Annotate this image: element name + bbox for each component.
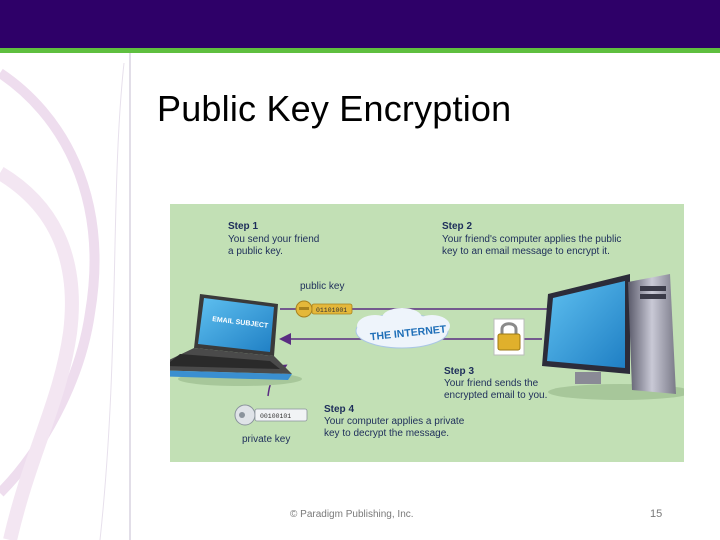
- footer-copyright: © Paradigm Publishing, Inc.: [290, 509, 414, 520]
- step2-text-line2: key to an email message to encrypt it.: [442, 246, 610, 257]
- step1-text-line1: You send your friend: [228, 234, 319, 245]
- step4-heading: Step 4: [324, 404, 354, 415]
- gold-key-icon: [295, 300, 353, 318]
- silver-key-icon: [234, 404, 308, 426]
- public-key-code: 01101001: [316, 307, 347, 314]
- header-accent-line: [0, 48, 720, 53]
- step2-text-line1: Your friend's computer applies the publi…: [442, 234, 621, 245]
- step2-heading: Step 2: [442, 221, 472, 232]
- step3-text-line2: encrypted email to you.: [444, 390, 547, 401]
- laptop-icon: [170, 294, 302, 386]
- step4-text-line2: key to decrypt the message.: [324, 428, 449, 439]
- step4-text-line1: Your computer applies a private: [324, 416, 465, 427]
- slide-title: Public Key Encryption: [157, 88, 512, 129]
- internet-cloud-icon: [355, 308, 450, 349]
- public-key-label: public key: [300, 281, 344, 292]
- desktop-computer-icon: [542, 274, 684, 400]
- step3-text-line1: Your friend sends the: [444, 378, 539, 389]
- step1-text-line2: a public key.: [228, 246, 283, 257]
- padlock-icon: [493, 318, 525, 356]
- private-key-label: private key: [242, 434, 290, 445]
- page-number: 15: [650, 508, 663, 520]
- step3-heading: Step 3: [444, 366, 474, 377]
- private-key-code: 00100101: [260, 413, 291, 420]
- step1-heading: Step 1: [228, 221, 258, 232]
- public-key-diagram: Step 1 You send your friend a public key…: [170, 204, 684, 462]
- header-bar: [0, 0, 720, 48]
- decorative-swirls: [0, 53, 131, 540]
